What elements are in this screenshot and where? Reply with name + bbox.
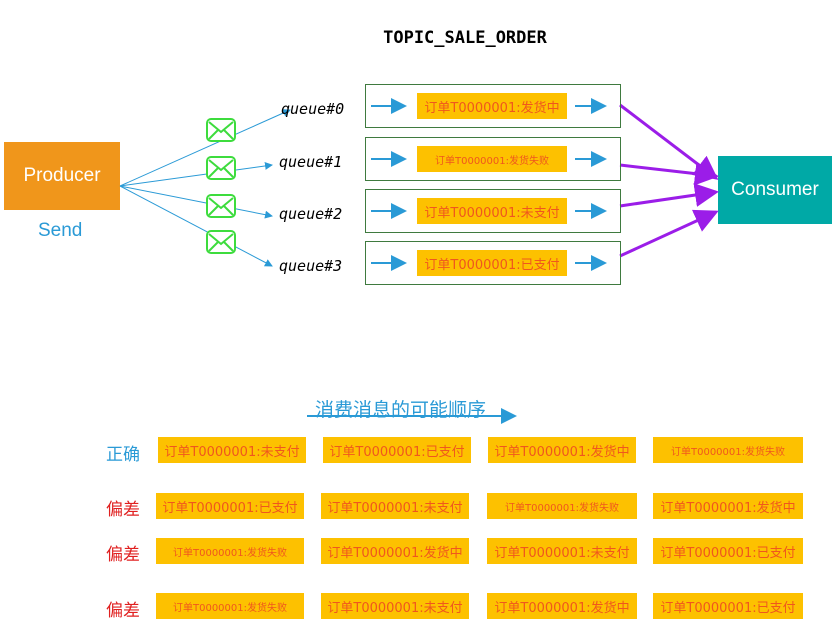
order-cell: 订单T0000001:已支付 xyxy=(653,538,803,564)
topic-title: TOPIC_SALE_ORDER xyxy=(383,28,547,48)
queue-box-3 xyxy=(365,241,621,285)
row-label-deviation: 偏差 xyxy=(106,500,140,520)
order-cell: 订单T0000001:发货失败 xyxy=(653,437,803,463)
producer-to-queue2-line xyxy=(119,185,273,219)
order-cell: 订单T0000001:发货中 xyxy=(487,593,637,619)
queue-label-0: queue#0 xyxy=(281,100,345,118)
row-label-deviation: 偏差 xyxy=(106,545,140,565)
queue-box-2 xyxy=(365,189,621,233)
envelope-icon xyxy=(206,156,236,180)
producer-box: Producer xyxy=(4,142,120,210)
queue2-to-consumer-arrow xyxy=(619,183,719,208)
order-cell: 订单T0000001:发货失败 xyxy=(156,538,304,564)
order-cell: 订单T0000001:发货失败 xyxy=(487,493,637,519)
order-cell: 订单T0000001:未支付 xyxy=(321,493,469,519)
consumer-box: Consumer xyxy=(718,156,832,224)
queue3-to-consumer-arrow xyxy=(619,209,719,258)
consumer-label: Consumer xyxy=(731,179,819,200)
queue-box-1 xyxy=(365,137,621,181)
queue-message-1: 订单T0000001:发货失败 xyxy=(417,146,567,172)
queue-label-3: queue#3 xyxy=(279,257,343,275)
order-cell: 订单T0000001:已支付 xyxy=(156,493,304,519)
order-cell: 订单T0000001:发货中 xyxy=(321,538,469,564)
order-cell: 订单T0000001:发货中 xyxy=(653,493,803,519)
queue-box-0 xyxy=(365,84,621,128)
envelope-icon xyxy=(206,118,236,142)
order-cell: 订单T0000001:发货中 xyxy=(488,437,636,463)
producer-label: Producer xyxy=(23,165,101,186)
send-label: Send xyxy=(38,220,83,241)
queue-label-1: queue#1 xyxy=(279,153,343,171)
row-label-deviation: 偏差 xyxy=(106,601,140,621)
queue1-to-consumer-arrow xyxy=(619,161,719,186)
queue-label-2: queue#2 xyxy=(279,205,343,223)
row-label-correct: 正确 xyxy=(106,445,140,465)
producer-to-queue1-line xyxy=(119,161,273,187)
order-cell: 订单T0000001:已支付 xyxy=(323,437,471,463)
order-cell: 订单T0000001:未支付 xyxy=(321,593,469,619)
queue-message-3: 订单T0000001:已支付 xyxy=(417,250,567,276)
envelope-icon xyxy=(206,194,236,218)
order-cell: 订单T0000001:已支付 xyxy=(653,593,803,619)
queue-message-0: 订单T0000001:发货中 xyxy=(417,93,567,119)
queue-message-2: 订单T0000001:未支付 xyxy=(417,198,567,224)
envelope-icon xyxy=(206,230,236,254)
order-cell: 订单T0000001:未支付 xyxy=(158,437,306,463)
order-cell: 订单T0000001:发货失败 xyxy=(156,593,304,619)
order-cell: 订单T0000001:未支付 xyxy=(487,538,637,564)
producer-to-queue3-line xyxy=(119,185,273,267)
sequence-title: 消费消息的可能顺序 xyxy=(315,399,487,421)
producer-to-queue0-line xyxy=(119,109,291,187)
